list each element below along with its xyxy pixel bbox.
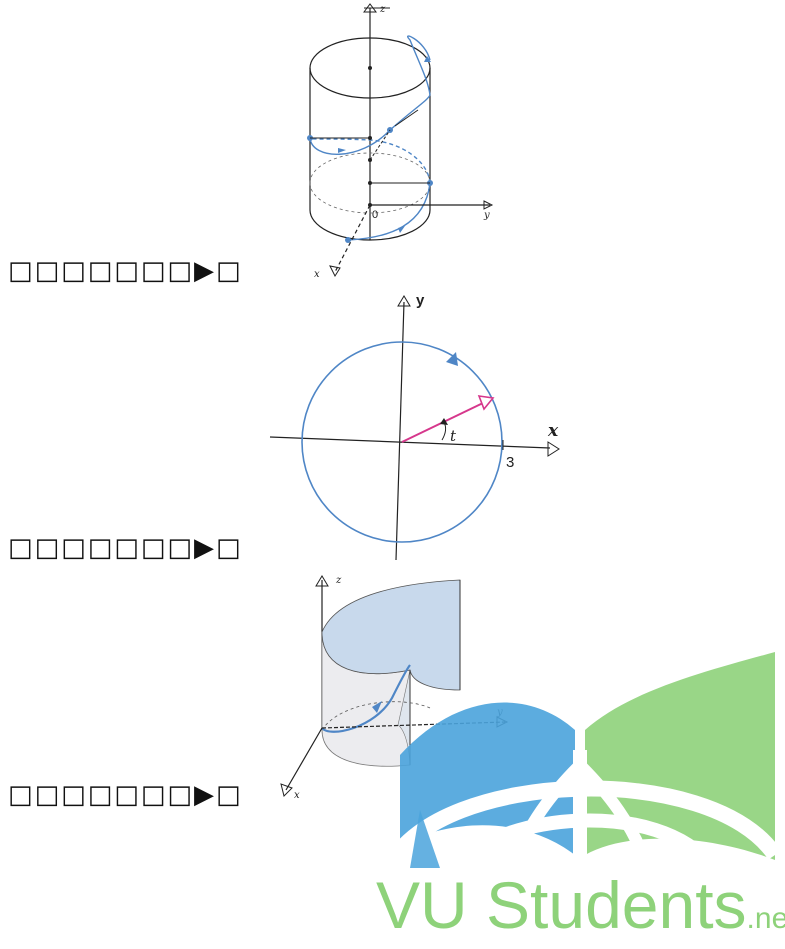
y-axis-label: y: [483, 210, 490, 221]
watermark-suffix: .net: [746, 902, 785, 935]
x-axis-label: x: [547, 421, 559, 441]
watermark-brand: VU Students: [376, 868, 747, 942]
y-axis-label: y: [416, 292, 425, 309]
watermark-text: VU Students.net: [376, 872, 785, 938]
z-axis-label: z: [335, 575, 342, 586]
parabolic-surface-figure: z y x: [280, 575, 509, 801]
origin-label: 0: [372, 209, 378, 221]
x-axis-label: x: [294, 790, 300, 801]
caption-line-2: □□□□□□□▶□: [8, 533, 243, 563]
x-axis-label: x: [314, 269, 320, 280]
helix-cylinder-figure: z y 0 x: [307, 3, 494, 280]
circle-vector-figure: y x t 3: [269, 292, 560, 561]
vu-students-logo: [380, 652, 780, 910]
z-axis-label: z: [379, 4, 386, 15]
caption-line-3: □□□□□□□▶□: [8, 780, 243, 810]
caption-line-1: □□□□□□□▶□: [8, 256, 243, 286]
angle-label: t: [450, 427, 457, 445]
radius-label: 3: [506, 454, 514, 471]
